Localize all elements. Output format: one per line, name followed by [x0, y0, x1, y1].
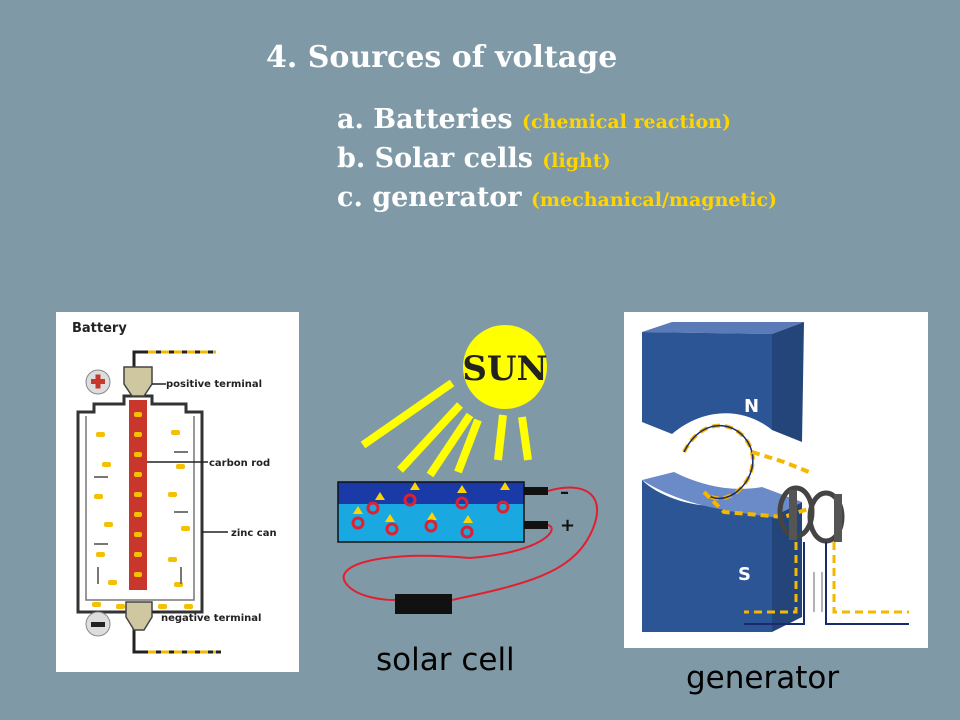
item-note: (chemical reaction): [522, 111, 731, 133]
label-carbon-rod: carbon rod: [209, 458, 270, 469]
list-item-solar-cells: b. Solar cells (light): [337, 139, 777, 178]
solar-panel-top: [338, 482, 524, 504]
sun-label: SUN: [462, 349, 547, 389]
item-label: a. Batteries: [337, 104, 522, 135]
item-note: (light): [542, 150, 611, 172]
list-item-generator: c. generator (mechanical/magnetic): [337, 178, 777, 217]
plus-sign: +: [560, 515, 575, 536]
label-negative-terminal: negative terminal: [161, 613, 261, 624]
generator-caption: generator: [686, 660, 840, 696]
battery-illustration: Battery: [72, 321, 277, 654]
list-item-batteries: a. Batteries (chemical reaction): [337, 100, 777, 139]
item-label: c. generator: [337, 182, 531, 213]
item-label: b. Solar cells: [337, 143, 543, 174]
sun-icon: [463, 325, 547, 409]
generator-diagram: N S: [624, 312, 928, 648]
sun-rays: [360, 379, 532, 478]
generator-illustration: N S: [642, 322, 909, 632]
minus-icon: [91, 622, 105, 627]
sources-list: a. Batteries (chemical reaction) b. Sola…: [337, 100, 777, 217]
battery-diagram: Battery: [56, 312, 299, 672]
minus-sign: –: [560, 482, 569, 503]
label-positive-terminal: positive terminal: [166, 379, 262, 390]
slide-title: 4. Sources of voltage: [266, 40, 618, 75]
battery-heading: Battery: [72, 321, 127, 336]
solar-cell-caption: solar cell: [376, 642, 515, 678]
solar-cell-illustration: SUN – +: [337, 325, 598, 614]
south-pole-label: S: [738, 564, 751, 585]
plus-icon: [91, 374, 105, 389]
label-zinc-can: zinc can: [231, 528, 277, 539]
solar-load: [395, 594, 452, 614]
north-pole-label: N: [744, 396, 759, 417]
solar-panel-bottom: [338, 504, 524, 542]
item-note: (mechanical/magnetic): [530, 189, 778, 211]
